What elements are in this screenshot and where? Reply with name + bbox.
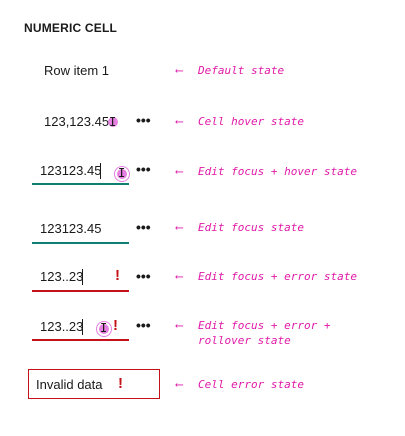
focus-underline <box>32 242 129 244</box>
arrow-icon: ⟵ <box>176 64 183 77</box>
arrow-icon: ⟵ <box>176 115 183 128</box>
hover-indicator <box>108 117 118 127</box>
cell-error: Invalid data <box>36 377 103 392</box>
cell-edit-focus[interactable]: 123123.45 <box>40 221 102 236</box>
more-options-button[interactable]: ••• <box>136 268 151 284</box>
arrow-icon: ⟵ <box>176 221 183 234</box>
error-icon: ! <box>113 317 118 334</box>
more-options-button[interactable]: ••• <box>136 317 151 333</box>
annotation-cell-error: Cell error state <box>198 378 304 391</box>
hover-ring <box>96 321 112 337</box>
annotation-edit-focus-hover: Edit focus + hover state <box>198 165 357 178</box>
arrow-icon: ⟵ <box>176 165 183 178</box>
text-caret <box>100 163 101 179</box>
more-options-button[interactable]: ••• <box>136 161 151 177</box>
ibeam-cursor-icon: I <box>109 115 117 129</box>
ibeam-cursor-icon: I <box>100 321 108 335</box>
arrow-icon: ⟵ <box>176 378 183 391</box>
more-options-button[interactable]: ••• <box>136 112 151 128</box>
annotation-hover: Cell hover state <box>198 115 304 128</box>
arrow-icon: ⟵ <box>176 319 183 332</box>
annotation-edit-focus-error-rollover: Edit focus + error + rollover state <box>198 319 331 347</box>
ibeam-cursor-icon: I <box>118 166 126 180</box>
annotation-edit-focus: Edit focus state <box>198 221 304 234</box>
text-caret <box>82 319 83 335</box>
cell-default[interactable]: Row item 1 <box>44 63 110 78</box>
annotation-default: Default state <box>198 64 285 77</box>
hover-indicator <box>117 169 127 179</box>
error-icon: ! <box>115 267 120 284</box>
annotation-edit-focus-error: Edit focus + error state <box>198 270 357 283</box>
arrow-icon: ⟵ <box>176 270 183 283</box>
error-underline <box>32 339 129 341</box>
cell-edit-focus-error[interactable]: 123..23 <box>40 269 84 284</box>
error-underline <box>32 290 129 292</box>
error-cell-box[interactable] <box>28 369 160 399</box>
cell-edit-focus-error-rollover[interactable]: 123..23 <box>40 319 84 334</box>
more-options-button[interactable]: ••• <box>136 219 151 235</box>
section-title: NUMERIC CELL <box>24 21 118 35</box>
hover-ring <box>114 166 130 182</box>
cell-hover[interactable]: 123,123.45 <box>44 114 110 129</box>
hover-indicator <box>99 324 109 334</box>
cell-edit-focus-hover[interactable]: 123123.45 <box>40 163 102 178</box>
text-caret <box>82 269 83 285</box>
error-icon: ! <box>118 375 123 392</box>
focus-underline <box>32 183 129 185</box>
